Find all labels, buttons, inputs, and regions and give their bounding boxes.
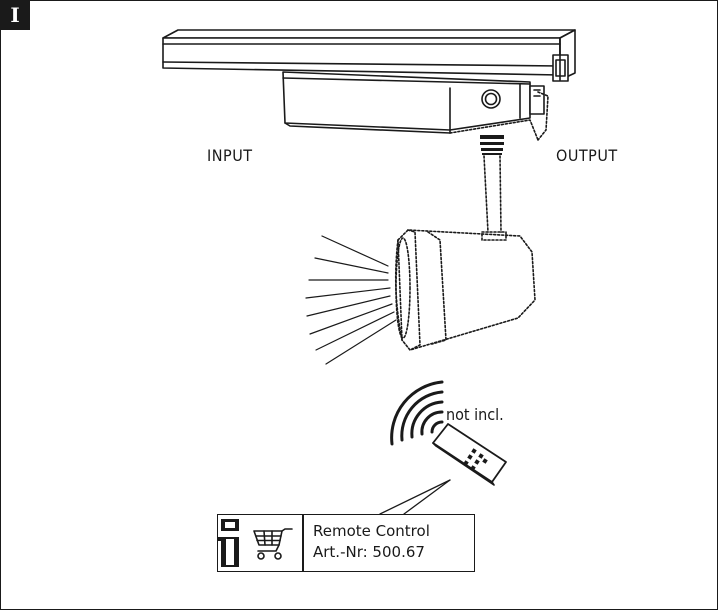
spotlight-head	[394, 229, 536, 351]
step-badge: I	[0, 0, 30, 30]
track-adapter	[282, 71, 549, 141]
shopping-cart-icon	[253, 528, 293, 560]
not-included-note: not incl.	[446, 405, 504, 424]
input-label: INPUT	[207, 146, 253, 165]
light-rays	[305, 235, 397, 365]
spotlight-stem	[481, 155, 507, 241]
remote-control-icon	[432, 423, 507, 486]
wireless-signal-icon	[390, 380, 444, 446]
accessory-title: Remote Control	[313, 522, 430, 540]
output-label: OUTPUT	[556, 146, 618, 165]
info-box-divider	[302, 515, 304, 571]
accessory-info-box: Remote Control Art.-Nr: 500.67	[217, 514, 475, 572]
threaded-connector	[480, 135, 504, 155]
track-rail	[162, 29, 576, 82]
accessory-article-number: Art.-Nr: 500.67	[313, 543, 425, 561]
callout-pointer	[379, 479, 451, 515]
info-icon	[218, 515, 246, 571]
